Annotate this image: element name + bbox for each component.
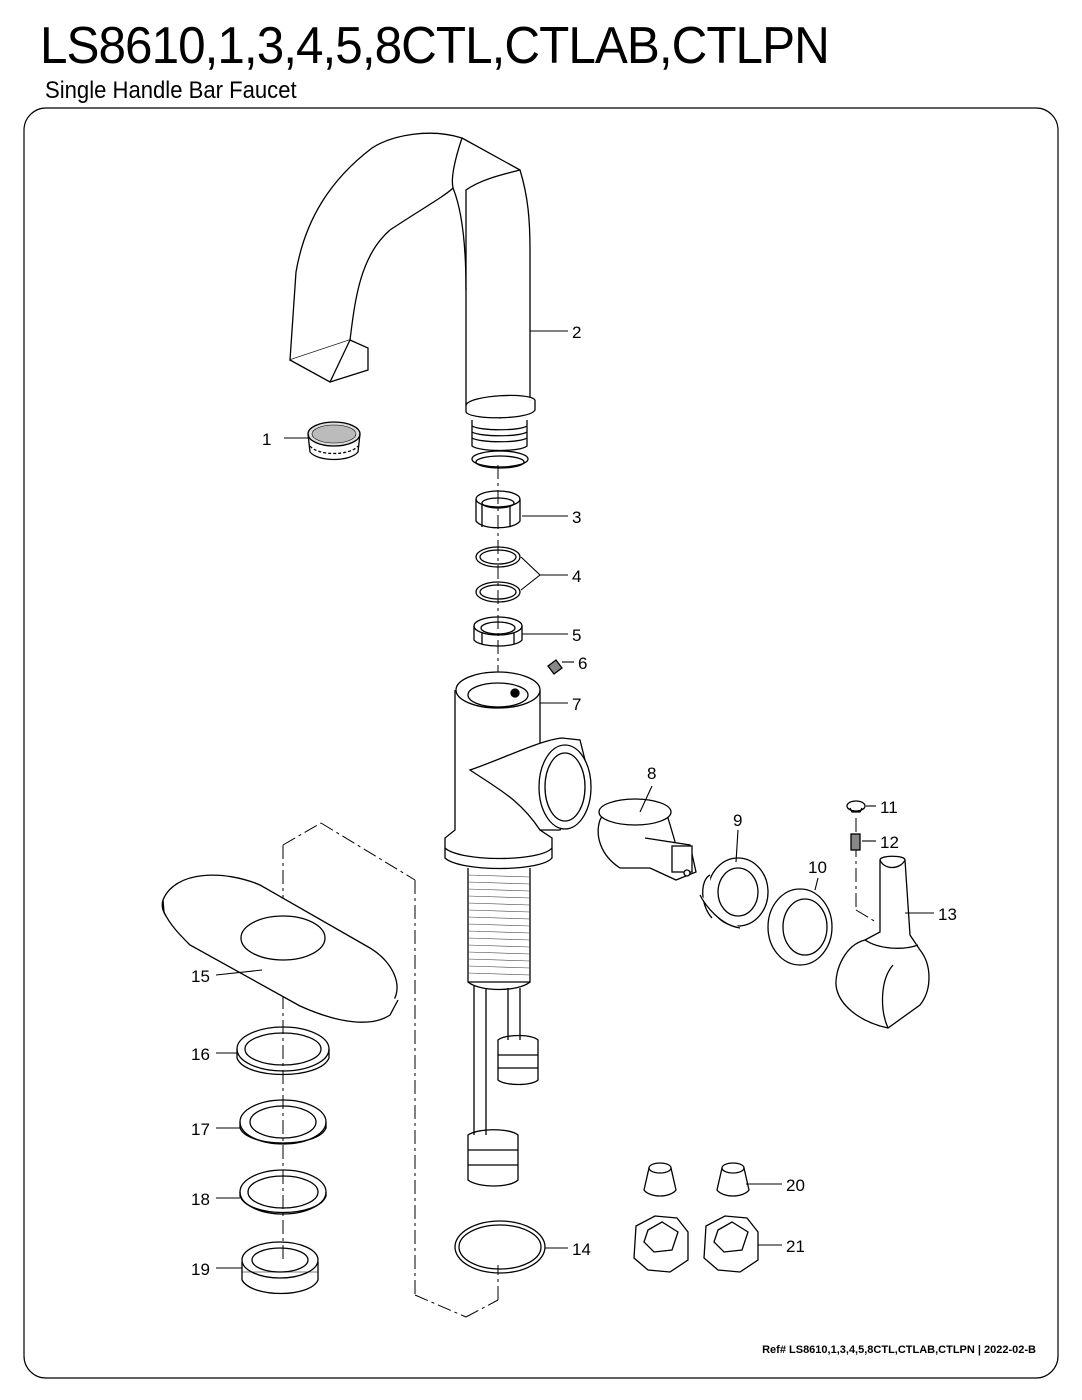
part-label-1: 1 bbox=[262, 430, 271, 449]
part-label-21: 21 bbox=[786, 1237, 805, 1256]
part-9-bonnet-nut bbox=[699, 857, 769, 929]
part-label-4: 4 bbox=[572, 567, 581, 586]
part-13-handle bbox=[835, 855, 930, 1029]
part-label-3: 3 bbox=[572, 508, 581, 527]
part-label-8: 8 bbox=[647, 764, 656, 783]
page-subtitle: Single Handle Bar Faucet bbox=[45, 77, 297, 104]
reference-footer: Ref# LS8610,1,3,4,5,8CTL,CTLAB,CTLPN | 2… bbox=[762, 1344, 1036, 1356]
part-3-nut bbox=[475, 490, 521, 529]
part-label-10: 10 bbox=[808, 858, 827, 877]
part-4-o-rings bbox=[475, 546, 521, 603]
part-label-6: 6 bbox=[578, 654, 587, 673]
part-14-gasket bbox=[454, 1220, 546, 1274]
part-label-14: 14 bbox=[572, 1240, 591, 1259]
part-label-12: 12 bbox=[880, 833, 899, 852]
part-7-body bbox=[444, 671, 592, 870]
part-2-spout bbox=[289, 132, 536, 419]
part-6-set-screw bbox=[547, 659, 563, 675]
diagram-frame bbox=[23, 107, 1059, 1379]
part-18-washer bbox=[239, 1169, 327, 1215]
part-label-19: 19 bbox=[191, 1260, 210, 1279]
leader-lines bbox=[215, 330, 934, 1269]
part-20-ferrules bbox=[643, 1162, 750, 1197]
part-label-18: 18 bbox=[191, 1190, 210, 1209]
part-21-compression-nuts bbox=[633, 1215, 759, 1273]
part-17-washer bbox=[239, 1099, 327, 1145]
part-15-deck-plate bbox=[161, 874, 399, 1023]
part-label-13: 13 bbox=[938, 905, 957, 924]
part-label-2: 2 bbox=[572, 323, 581, 342]
threaded-shank bbox=[467, 868, 539, 1187]
part-10-escutcheon bbox=[767, 888, 833, 966]
part-label-20: 20 bbox=[786, 1176, 805, 1195]
part-label-11: 11 bbox=[880, 798, 898, 817]
part-8-cartridge bbox=[597, 798, 697, 881]
part-12-screw bbox=[850, 833, 861, 851]
page-title: LS8610,1,3,4,5,8CTL,CTLAB,CTLPN bbox=[40, 17, 830, 75]
part-1-aerator bbox=[307, 421, 361, 461]
part-16-washer bbox=[236, 1026, 330, 1076]
part-number-labels: 1 2 3 4 5 6 7 8 9 10 11 12 13 14 15 16 1… bbox=[191, 323, 957, 1279]
part-label-9: 9 bbox=[733, 811, 742, 830]
part-label-7: 7 bbox=[572, 695, 581, 714]
part-19-mounting-nut bbox=[241, 1241, 319, 1295]
part-label-16: 16 bbox=[191, 1045, 210, 1064]
part-5-nut bbox=[473, 616, 523, 647]
spout-threads bbox=[471, 420, 529, 469]
part-label-5: 5 bbox=[572, 626, 581, 645]
part-label-17: 17 bbox=[191, 1120, 210, 1139]
part-label-15: 15 bbox=[191, 967, 210, 986]
part-11-cap bbox=[846, 800, 866, 813]
